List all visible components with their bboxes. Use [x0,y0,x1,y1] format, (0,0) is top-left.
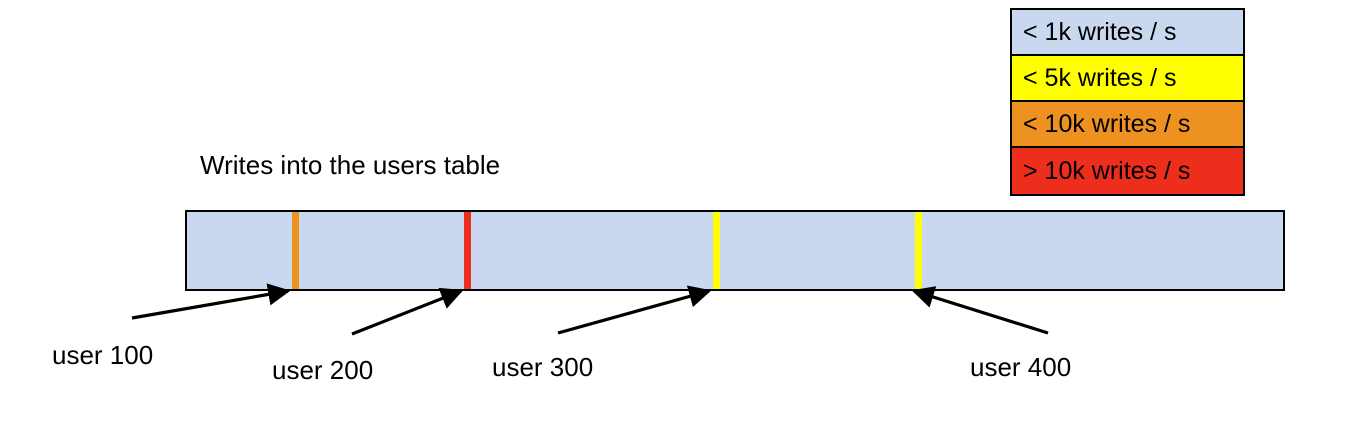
legend-label-under-1k: < 1k writes / s [1023,17,1177,46]
marker-user-400 [915,212,922,289]
users-table-bar [185,210,1285,291]
bar-fill [187,212,1283,289]
bar-title: Writes into the users table [200,150,501,180]
arrow-to-user-300 [557,285,712,335]
marker-user-100 [292,212,299,289]
marker-user-200 [464,212,471,289]
legend-label-under-5k: < 5k writes / s [1023,63,1177,92]
label-user-400: user 400 [970,352,1072,382]
marker-user-300 [713,212,720,289]
label-user-200: user 200 [272,355,374,385]
legend-label-over-10k: > 10k writes / s [1023,156,1191,185]
arrow-to-user-100 [131,283,291,320]
label-user-300: user 300 [492,352,594,382]
legend-row-under-10k: < 10k writes / s [1012,102,1243,148]
legend-row-under-5k: < 5k writes / s [1012,56,1243,102]
write-rate-legend: < 1k writes / s < 5k writes / s < 10k wr… [1010,8,1245,196]
legend-label-under-10k: < 10k writes / s [1023,109,1191,138]
legend-row-under-1k: < 1k writes / s [1012,10,1243,56]
label-user-100: user 100 [52,340,154,370]
arrow-to-user-400 [911,286,1049,335]
arrow-to-user-200 [351,287,464,336]
legend-row-over-10k: > 10k writes / s [1012,148,1243,194]
